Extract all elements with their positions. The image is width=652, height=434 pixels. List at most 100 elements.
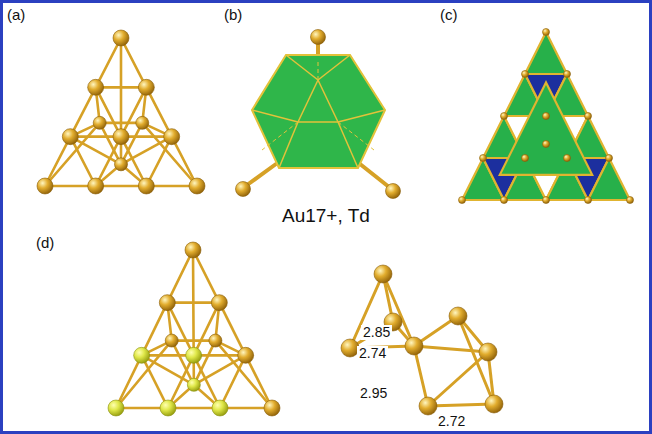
gold-atom bbox=[543, 141, 550, 148]
bond-length: 2.85 bbox=[361, 325, 392, 340]
polyhedron-edge bbox=[298, 121, 338, 123]
bond-stick bbox=[360, 164, 389, 187]
bond-stick bbox=[414, 346, 488, 352]
gold-atom bbox=[134, 347, 150, 363]
bond-stick bbox=[70, 87, 95, 136]
gold-atom bbox=[449, 307, 467, 325]
gold-atom bbox=[164, 129, 180, 145]
gold-atom bbox=[209, 334, 222, 347]
hidden-edge bbox=[350, 55, 385, 110]
gold-atom bbox=[479, 343, 497, 361]
gold-atom bbox=[138, 79, 154, 95]
polyhedron-edge bbox=[298, 80, 318, 122]
bond-stick bbox=[428, 404, 494, 406]
gold-atom bbox=[187, 378, 200, 391]
tetrahedra-packing bbox=[459, 29, 634, 204]
gold-atom bbox=[189, 178, 205, 194]
gold-atom bbox=[543, 29, 550, 36]
bond-length: 2.72 bbox=[436, 414, 467, 429]
bond-stick bbox=[194, 303, 220, 356]
gold-atom bbox=[419, 397, 437, 415]
gold-atom bbox=[311, 30, 326, 45]
gold-atom bbox=[37, 178, 53, 194]
bond-stick bbox=[215, 341, 272, 408]
gold-atom bbox=[212, 400, 228, 416]
hidden-edge bbox=[252, 55, 286, 110]
bond-stick bbox=[121, 38, 146, 87]
bond-length: 2.74 bbox=[357, 346, 388, 361]
gold-atom bbox=[185, 242, 201, 258]
panel-label: (a) bbox=[7, 7, 25, 24]
gold-atom bbox=[211, 295, 227, 311]
bond-stick bbox=[192, 250, 195, 385]
gold-atom bbox=[88, 178, 104, 194]
gold-atom bbox=[165, 334, 178, 347]
gold-atom bbox=[62, 129, 78, 145]
bond-stick bbox=[219, 303, 245, 356]
au17-cluster bbox=[37, 30, 205, 194]
bond-stick bbox=[120, 38, 123, 164]
green-polyhedron bbox=[252, 55, 385, 168]
bond-stick bbox=[45, 123, 100, 186]
gold-atom bbox=[522, 155, 529, 162]
bond-stick bbox=[96, 38, 121, 87]
gold-atom bbox=[501, 197, 508, 204]
hidden-edge bbox=[338, 122, 374, 150]
gold-atom bbox=[88, 79, 104, 95]
gold-atom bbox=[543, 197, 550, 204]
gold-atom bbox=[405, 337, 423, 355]
gold-atom bbox=[606, 155, 613, 162]
bond-stick bbox=[142, 303, 168, 356]
bond-stick bbox=[121, 137, 172, 165]
bond-stick bbox=[193, 250, 219, 303]
gold-atom bbox=[585, 197, 592, 204]
gold-atom bbox=[264, 400, 280, 416]
bond-stick bbox=[428, 352, 488, 406]
gold-atom bbox=[186, 347, 202, 363]
bond-stick bbox=[167, 250, 193, 303]
bond-detail bbox=[341, 265, 503, 415]
gold-atom bbox=[108, 400, 124, 416]
formula-label: Au17+, Td bbox=[282, 206, 370, 227]
bond-stick bbox=[142, 123, 197, 186]
gold-atom bbox=[136, 116, 149, 129]
panel-label: (c) bbox=[440, 7, 458, 24]
polyhedron-edge bbox=[252, 110, 298, 122]
bond-stick bbox=[146, 87, 171, 136]
bond-stick bbox=[142, 355, 194, 384]
gold-atom bbox=[115, 158, 128, 171]
gold-atom bbox=[564, 155, 571, 162]
polyhedron-view bbox=[236, 30, 401, 199]
bond-length: 2.95 bbox=[358, 386, 389, 401]
gold-atom bbox=[138, 178, 154, 194]
gold-atom bbox=[113, 129, 129, 145]
gold-atom bbox=[585, 113, 592, 120]
gold-atom bbox=[485, 395, 503, 413]
au17-cluster bbox=[108, 242, 280, 416]
hidden-edge bbox=[318, 60, 319, 80]
polyhedron-edge bbox=[338, 122, 358, 168]
green-tetrahedron bbox=[525, 32, 567, 74]
gold-atom bbox=[93, 116, 106, 129]
bond-stick bbox=[116, 341, 172, 408]
hidden-edge bbox=[262, 122, 298, 150]
bond-stick bbox=[194, 355, 246, 384]
gold-atom bbox=[238, 347, 254, 363]
polyhedron-edge bbox=[286, 55, 318, 80]
gold-atom bbox=[459, 197, 466, 204]
gold-atom bbox=[480, 155, 487, 162]
polyhedron-edge bbox=[318, 80, 338, 122]
gold-atom bbox=[564, 71, 571, 78]
gold-atom bbox=[160, 400, 176, 416]
hidden-edge bbox=[279, 168, 358, 169]
gold-atom bbox=[543, 113, 550, 120]
green-tetrahedron bbox=[500, 82, 592, 174]
gold-atom bbox=[236, 182, 251, 197]
bond-stick bbox=[167, 303, 193, 356]
polyhedron-edge bbox=[318, 55, 350, 80]
gold-atom bbox=[627, 197, 634, 204]
polyhedron-edge bbox=[338, 110, 385, 122]
gold-atom bbox=[374, 265, 392, 283]
